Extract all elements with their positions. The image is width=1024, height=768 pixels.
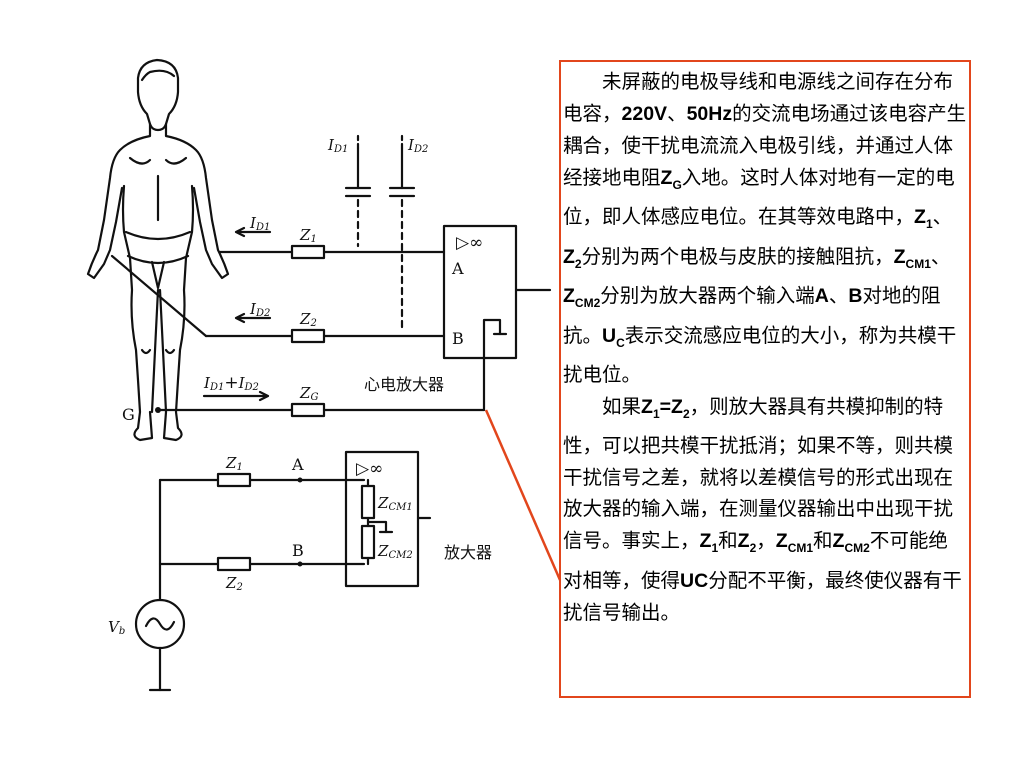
- label-zcm1: ZCM1: [377, 494, 413, 513]
- label-id1-arrow: ID1: [249, 214, 270, 233]
- label-zg: ZG: [299, 384, 318, 403]
- label-zcm2: ZCM2: [377, 542, 413, 561]
- label-z2-low: Z2: [225, 574, 243, 593]
- label-sum-current: ID1+ID2: [203, 373, 259, 393]
- callout-line: [484, 409, 562, 581]
- label-id1-top: ID1: [327, 136, 348, 155]
- paragraph-2: 如果Z1=Z2，则放大器具有共模抑制的特性，可以把共模干扰抵消；如果不等，则共模…: [563, 394, 962, 625]
- label-amp-symbol: ▷∞: [456, 233, 483, 253]
- label-z2: Z2: [299, 310, 317, 329]
- label-z1: Z1: [299, 226, 317, 245]
- label-id2-top: ID2: [407, 136, 428, 155]
- paragraph-1: 未屏蔽的电极导线和电源线之间存在分布电容，220V、50Hz的交流电场通过该电容…: [563, 70, 967, 387]
- label-node-a-low: A: [291, 455, 304, 474]
- label-ecg-amp: 心电放大器: [364, 375, 444, 394]
- label-ground-g: G: [122, 405, 135, 424]
- label-node-b: B: [452, 329, 464, 348]
- label-vb: Vb: [108, 618, 125, 637]
- label-node-a: A: [451, 259, 464, 278]
- label-amp-symbol-low: ▷∞: [356, 459, 383, 479]
- explanation-text-box: 未屏蔽的电极导线和电源线之间存在分布电容，220V、50Hz的交流电场通过该电容…: [559, 60, 971, 698]
- label-node-b-low: B: [292, 541, 304, 560]
- label-id2-arrow: ID2: [249, 300, 270, 319]
- label-z1-low: Z1: [225, 454, 243, 473]
- human-figure: [86, 58, 230, 442]
- label-amp-low: 放大器: [444, 543, 492, 562]
